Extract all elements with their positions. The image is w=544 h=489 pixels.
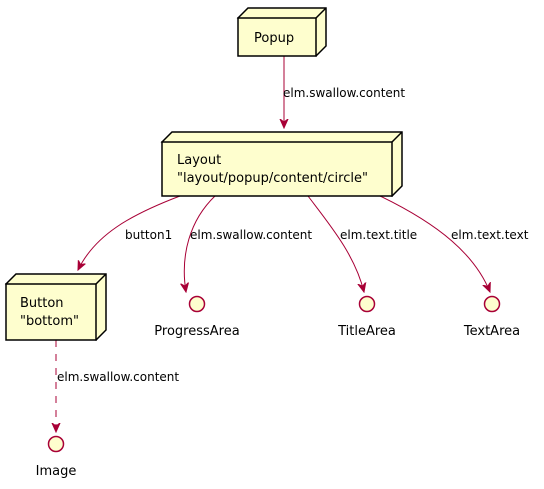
edge-label-button-image: elm.swallow.content	[57, 370, 179, 384]
node-button-subtitle: "bottom"	[20, 314, 79, 329]
interface-title-label: TitleArea	[337, 324, 396, 339]
node-layout-title: Layout	[177, 153, 221, 168]
node-layout: Layout "layout/popup/content/circle"	[160, 131, 403, 197]
interface-image: Image	[36, 435, 77, 479]
edge-label-layout-button: button1	[125, 228, 172, 242]
edge-label-layout-title: elm.text.title	[340, 228, 417, 242]
node-popup-label: Popup	[254, 31, 294, 46]
edge-label-layout-progress: elm.swallow.content	[190, 228, 312, 242]
edge-label-popup-layout: elm.swallow.content	[283, 86, 405, 100]
edge-button-image: elm.swallow.content	[56, 340, 179, 432]
interface-text-area: TextArea	[463, 295, 520, 339]
interface-title-area: TitleArea	[337, 295, 396, 339]
interface-text-label: TextArea	[463, 324, 520, 339]
node-layout-subtitle: "layout/popup/content/circle"	[177, 171, 368, 186]
interface-progress-area: ProgressArea	[154, 295, 240, 339]
node-button-title: Button	[20, 296, 64, 311]
edge-layout-progress: elm.swallow.content	[184, 195, 312, 292]
interface-image-label: Image	[36, 464, 77, 479]
interface-progress-label: ProgressArea	[154, 324, 239, 339]
edge-layout-text: elm.text.text	[379, 195, 529, 292]
edge-layout-title: elm.text.title	[307, 195, 417, 292]
edge-popup-layout: elm.swallow.content	[283, 56, 405, 128]
edge-label-layout-text: elm.text.text	[451, 228, 529, 242]
edge-layout-button: button1	[78, 195, 181, 270]
node-popup: Popup	[236, 7, 327, 57]
node-button: Button "bottom"	[4, 273, 107, 341]
